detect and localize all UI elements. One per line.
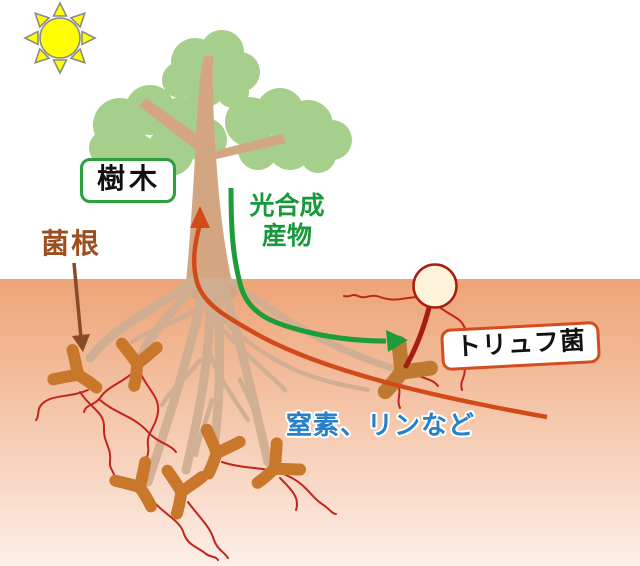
pointer-arrowhead <box>72 334 90 352</box>
tree-label: 樹木 <box>80 158 177 203</box>
fungal-hyphae <box>35 294 468 561</box>
photosynthesis-label-line2: 産物 <box>261 221 312 250</box>
photosynthate-arrowhead <box>386 330 408 352</box>
truffle-fungus-label: トリュフ菌 <box>440 320 601 371</box>
nutrient-flow-arrow <box>190 206 548 420</box>
tree-branch-right <box>212 134 286 160</box>
tree-branch-left <box>139 98 202 150</box>
photosynthate-flow-arrow <box>228 187 408 352</box>
photosynthesis-label-line1: 光合成 <box>249 192 325 220</box>
truffle-stalk <box>403 301 433 369</box>
nutrient-arrowhead <box>190 206 210 228</box>
photosynthesis-products-label: 光合成 産物 <box>239 192 335 251</box>
sun-icon <box>24 2 96 74</box>
mycorrhiza-pointer-arrow <box>72 262 90 352</box>
mycorrhiza-label: 菌根 <box>41 228 102 259</box>
truffle-fruiting-body <box>403 263 458 369</box>
nutrients-label: 窒素、リンなど <box>286 410 476 440</box>
tree-canopy <box>89 30 352 177</box>
